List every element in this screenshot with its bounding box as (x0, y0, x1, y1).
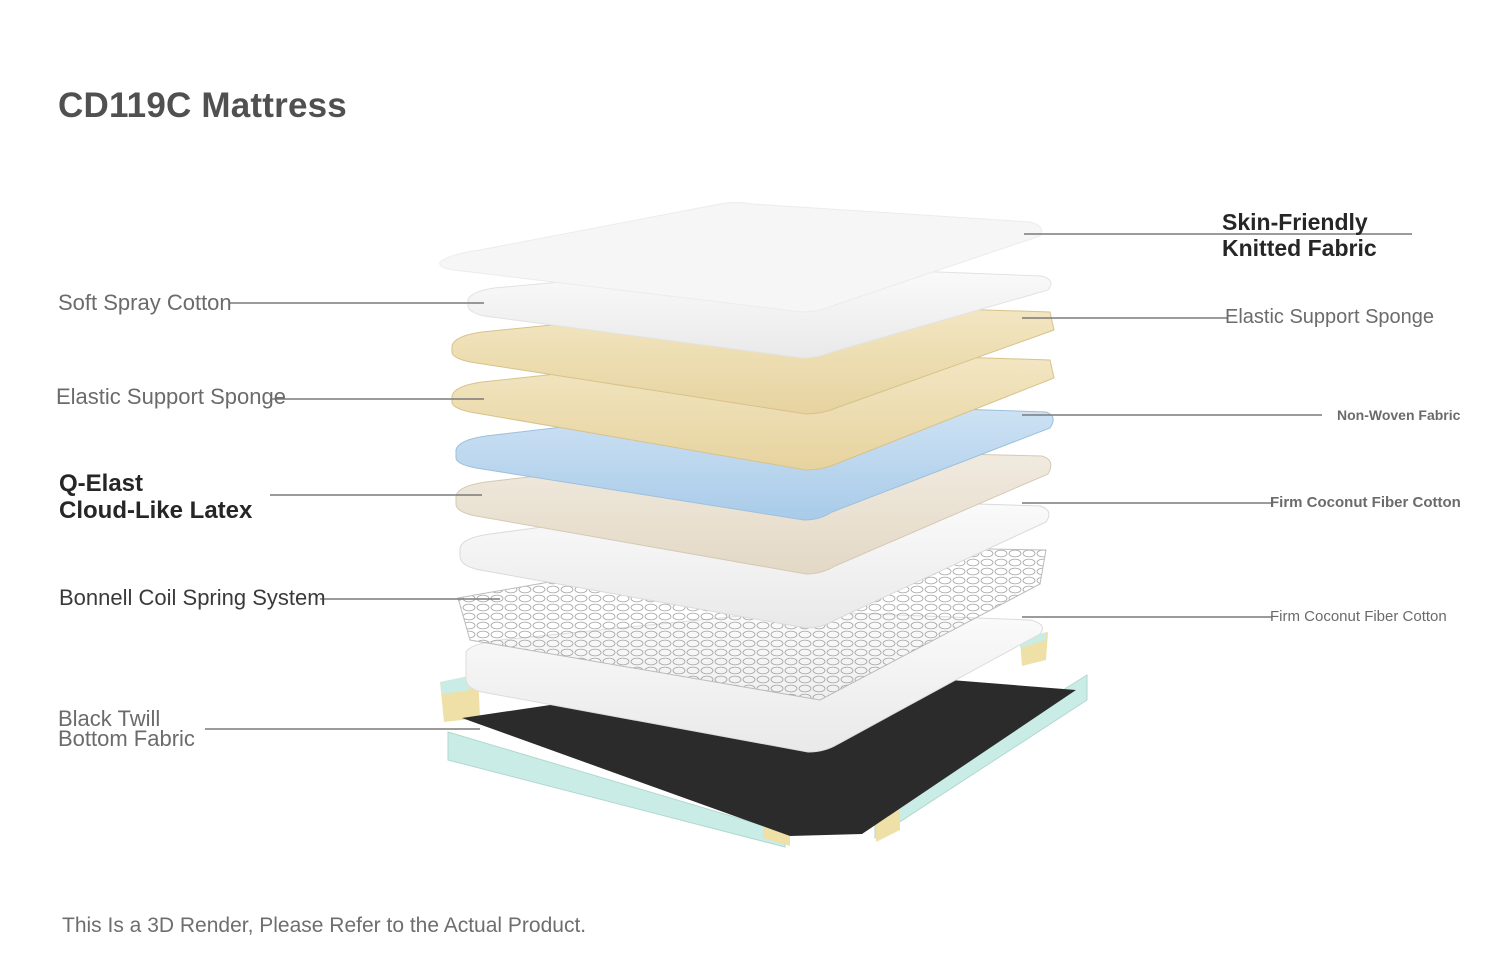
render-disclaimer: This Is a 3D Render, Please Refer to the… (62, 914, 587, 937)
label-non-woven-fabric: Non-Woven Fabric (1337, 407, 1461, 423)
label-firm-coconut-1: Firm Coconut Fiber Cotton (1270, 494, 1461, 511)
layer-knit-fabric (439, 202, 1043, 313)
diagram-title: CD119C Mattress (58, 86, 347, 125)
label-q-elast-latex: Q-Elast Cloud-Like Latex (59, 470, 253, 525)
leader-lines-right (1022, 233, 1412, 618)
label-q-elast-line1: Q-Elast (59, 470, 144, 497)
label-elastic-support-sponge-right: Elastic Support Sponge (1225, 306, 1435, 328)
label-bonnell-coil: Bonnell Coil Spring System (59, 585, 326, 610)
label-q-elast-line2: Cloud-Like Latex (59, 496, 253, 524)
leader-lines-left (205, 302, 500, 730)
label-elastic-support-sponge-left: Elastic Support Sponge (56, 384, 286, 409)
label-skin-friendly-fabric: Skin-Friendly Knitted Fabric (1222, 209, 1377, 262)
label-soft-spray-cotton: Soft Spray Cotton (58, 290, 232, 315)
label-black-twill-line1: Black Twill (58, 706, 161, 731)
label-firm-coconut-2: Firm Coconut Fiber Cotton (1270, 608, 1447, 625)
label-black-twill-line2: Bottom Fabric (58, 726, 195, 752)
label-black-twill: Black Twill Bottom Fabric (58, 706, 195, 752)
label-skin-friendly-line1: Skin-Friendly (1222, 209, 1368, 235)
label-skin-friendly-line2: Knitted Fabric (1222, 234, 1377, 261)
